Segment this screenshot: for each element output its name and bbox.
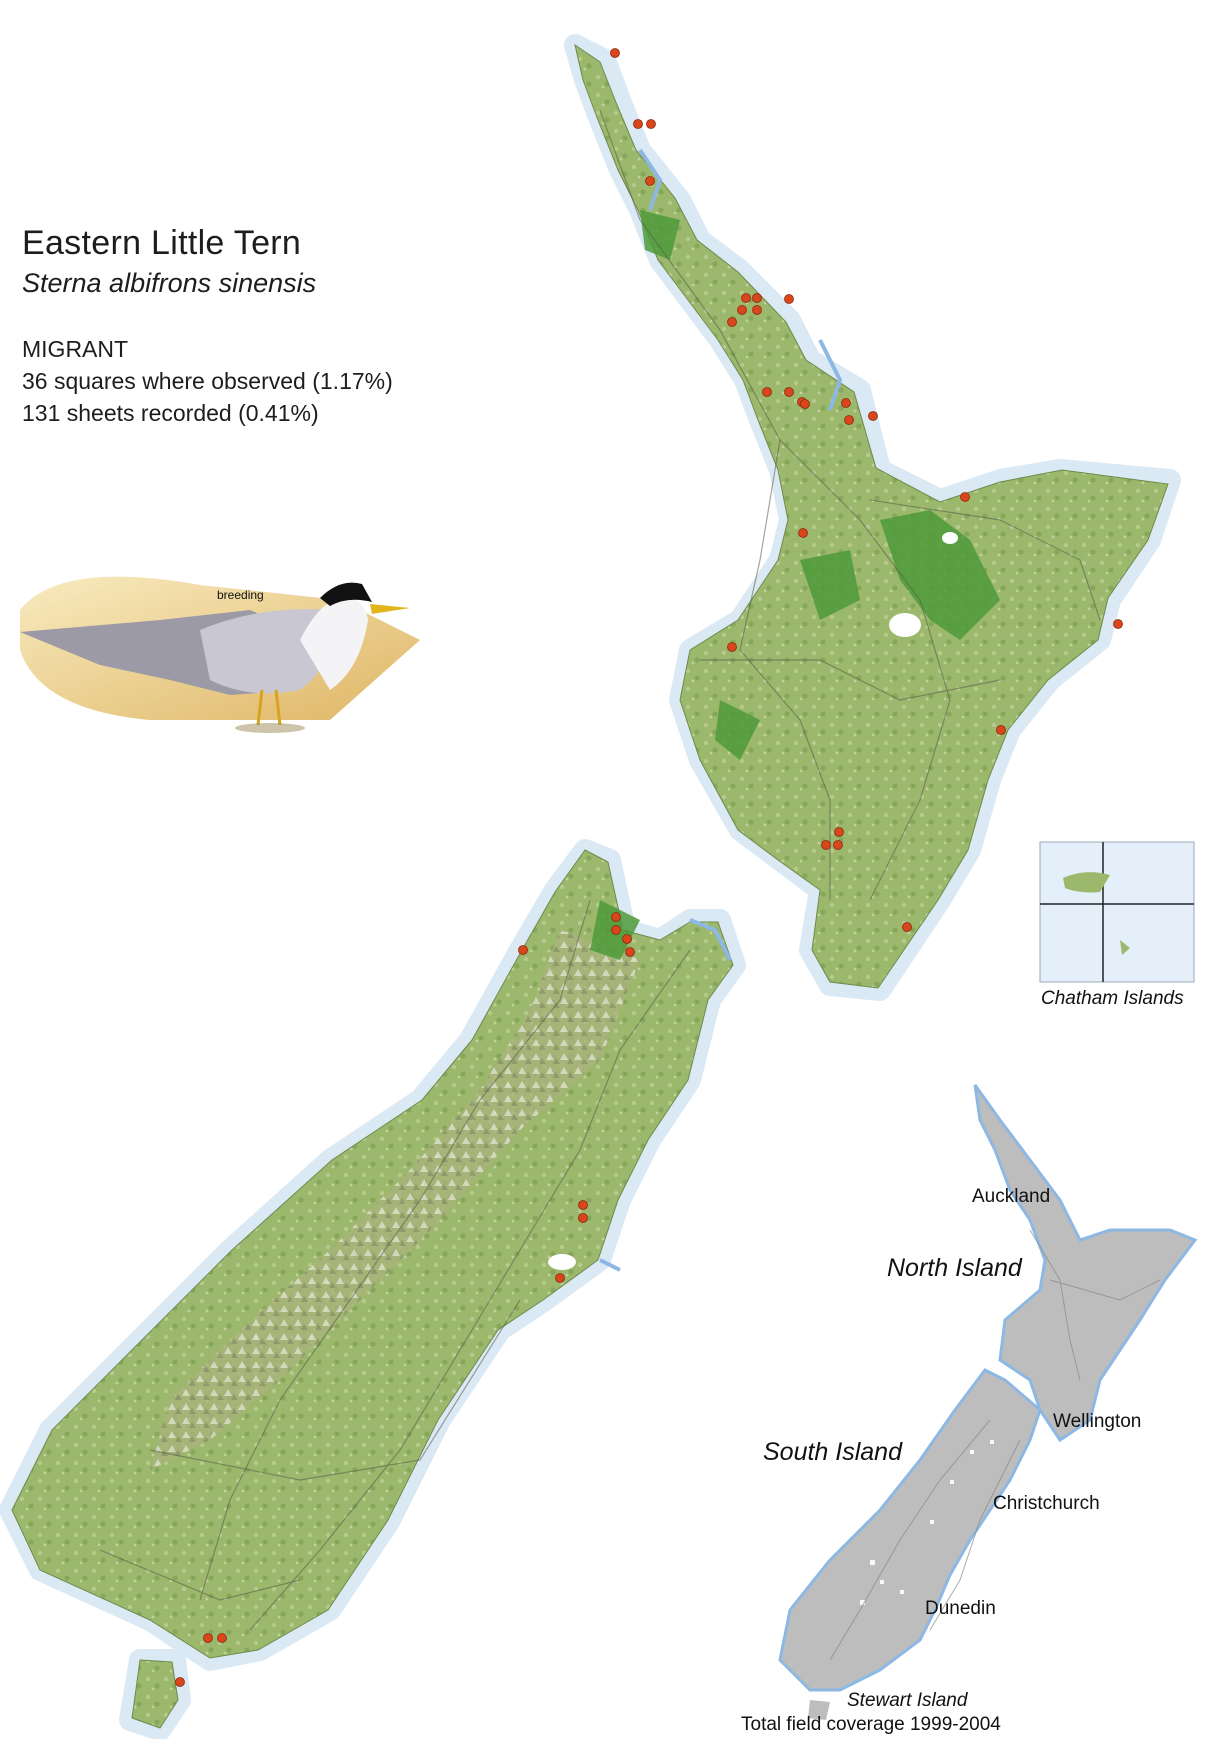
north-island-label: North Island [887,1254,1022,1282]
chatham-islands-label: Chatham Islands [1041,988,1184,1009]
sighting-dot [633,119,643,129]
sighting-dot [752,293,762,303]
sighting-dot [727,642,737,652]
coverage-south-island [778,1368,1042,1692]
sighting-dot [821,840,831,850]
coverage-north-island [973,1084,1198,1443]
sighting-dot [645,176,655,186]
sighting-dot [555,1273,565,1283]
coverage-stewart-island [808,1700,830,1720]
sighting-dot [844,415,854,425]
harbours [599,148,843,1272]
sighting-dot [727,317,737,327]
species-scientific-name: Sterna albifrons sinensis [22,268,317,298]
lakes [548,532,958,1270]
sighting-dot [996,725,1006,735]
squares-observed: 36 squares where observed (1.17%) [22,368,393,394]
sighting-dot [834,827,844,837]
illustration-label: breeding [217,588,264,602]
sighting-dot [800,399,810,409]
southern-alps [150,930,640,1470]
sighting-dot [833,840,843,850]
dunedin-label: Dunedin [925,1598,996,1619]
auckland-label: Auckland [972,1186,1051,1207]
species-status: MIGRANT [22,336,129,362]
sighting-dot [610,48,620,58]
sighting-dot [841,398,851,408]
sighting-dot [203,1633,213,1643]
sighting-dots [175,48,1123,1687]
christchurch-label: Christchurch [993,1493,1100,1514]
sighting-dot [217,1633,227,1643]
sighting-dot [518,945,528,955]
tern-illustration [20,576,420,733]
sighting-dot [611,925,621,935]
sighting-dot [578,1213,588,1223]
north-island-land [574,43,1169,989]
coverage-map [778,1084,1198,1720]
coverage-caption: Total field coverage 1999-2004 [741,1714,1001,1735]
stewart-island-land [131,1659,179,1729]
sighting-dot [868,411,878,421]
sighting-dot [902,922,912,932]
sighting-dot [646,119,656,129]
sheets-recorded: 131 sheets recorded (0.41%) [22,400,319,426]
sighting-dot [625,947,635,957]
wellington-label: Wellington [1053,1411,1142,1432]
chatham-inset [1039,841,1195,983]
sighting-dot [611,912,621,922]
stewart-island-label: Stewart Island [847,1690,968,1711]
species-common-name: Eastern Little Tern [22,224,302,262]
sighting-dot [737,305,747,315]
sighting-dot [578,1200,588,1210]
sighting-dot [960,492,970,502]
sighting-dot [798,528,808,538]
sighting-dot [784,387,794,397]
sighting-dot [741,293,751,303]
sighting-dot [175,1677,185,1687]
roads [99,109,1101,1631]
south-island-label: South Island [763,1438,902,1466]
sighting-dot [784,294,794,304]
sighting-dot [622,934,632,944]
sighting-dot [752,305,762,315]
sighting-dot [762,387,772,397]
sighting-dot [1113,619,1123,629]
